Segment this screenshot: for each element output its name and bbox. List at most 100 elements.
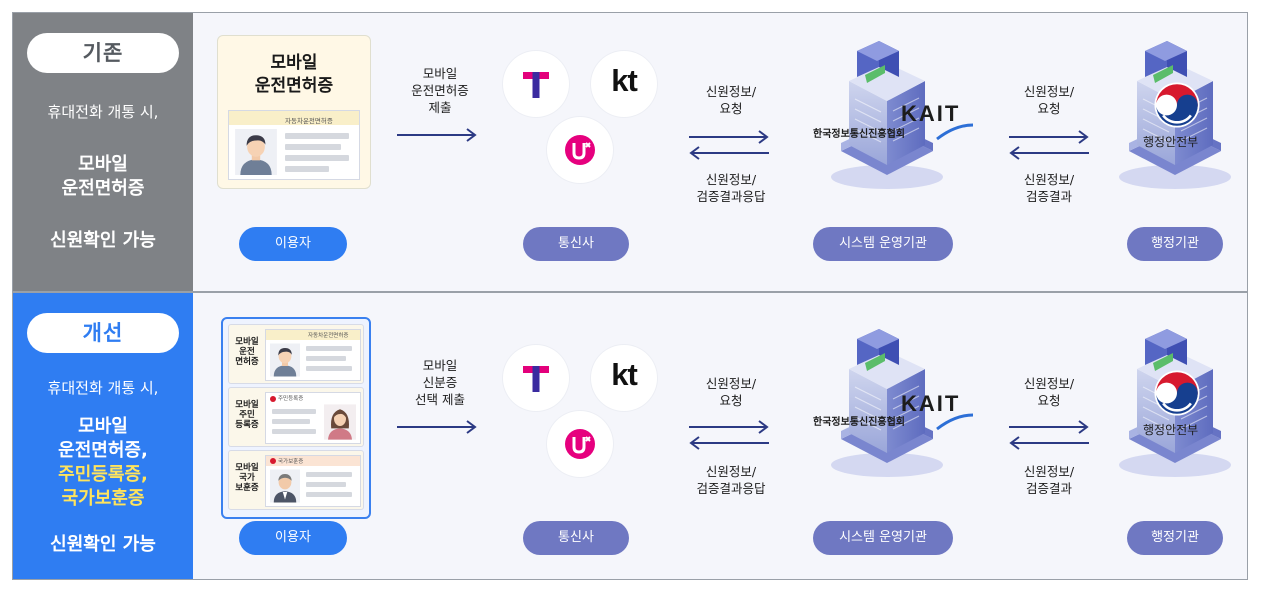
lgu-logo-icon xyxy=(547,411,613,477)
text-line-placeholder xyxy=(306,472,352,477)
mini-id: 국가보훈증 xyxy=(265,455,361,507)
improved-doc-line-3: 주민등록증, xyxy=(58,464,148,485)
kait-logo-text: KAIT xyxy=(901,101,961,126)
mini-id: 주민등록증 xyxy=(265,392,361,444)
text-line-placeholder xyxy=(272,409,316,414)
mini-label-line: 주민 xyxy=(239,410,255,420)
text-line-placeholder xyxy=(285,144,341,150)
kait-logo-text: KAIT xyxy=(901,391,961,416)
submit-label: 모바일 신분증 선택 제출 xyxy=(397,357,483,408)
agency-response-line-1: 신원정보/ xyxy=(1023,464,1075,479)
kait-org-name: 한국정보통신진흥협회 xyxy=(813,129,905,140)
text-line-placeholder xyxy=(285,133,349,139)
mini-label-line: 운전 xyxy=(239,347,255,357)
mini-label-line: 모바일 xyxy=(235,337,259,347)
legacy-result: 신원확인 가능 xyxy=(50,230,156,251)
mois-emblem-icon xyxy=(1151,79,1203,131)
response-arrow-icon xyxy=(689,145,769,161)
legacy-sidebar: 기존 휴대전화 개통 시, 모바일 운전면허증 신원확인 가능 xyxy=(13,13,193,291)
text-line-placeholder xyxy=(306,482,346,487)
kt-logo-text: kt xyxy=(611,63,638,98)
agency-response-line-2: 검증결과 xyxy=(1025,481,1072,496)
agency-response-label: 신원정보/ 검증결과 xyxy=(999,463,1099,497)
mini-card-label: 모바일 운전 면허증 xyxy=(231,337,263,367)
submit-arrow-icon xyxy=(397,419,477,435)
mini-card-label: 모바일 주민 등록증 xyxy=(231,400,263,430)
kait-swoosh-icon xyxy=(936,123,974,141)
text-line-placeholder xyxy=(306,346,352,351)
role-operator: 시스템 운영기관 xyxy=(813,521,953,555)
role-agency: 행정기관 xyxy=(1127,521,1223,555)
legacy-doc-line-1: 모바일 xyxy=(78,154,128,175)
skt-logo-icon xyxy=(503,345,569,411)
improved-doc-line-1: 모바일 xyxy=(78,416,128,437)
carrier-response-line-2: 검증결과응답 xyxy=(696,189,766,204)
mini-id: 자동차운전면허증 xyxy=(265,329,361,381)
card-title-line-2: 운전면허증 xyxy=(254,76,334,96)
skt-logo-icon xyxy=(503,51,569,117)
carrier-response-label: 신원정보/ 검증결과응답 xyxy=(671,171,791,205)
resident-mini-card: 모바일 주민 등록증 주민등록증 xyxy=(228,387,364,447)
agency-request-line-2: 요청 xyxy=(1037,101,1061,116)
carrier-request-line-2: 요청 xyxy=(719,101,743,116)
legacy-doc-line-2: 운전면허증 xyxy=(61,178,145,199)
license-header-text: 자동차운전면허증 xyxy=(285,117,333,125)
submit-arrow-icon xyxy=(397,127,477,143)
text-line-placeholder xyxy=(306,366,352,371)
legacy-badge: 기존 xyxy=(27,33,179,73)
improved-flow: 모바일 운전 면허증 자동차운전면허증 모바일 주민 등 xyxy=(193,293,1247,579)
request-arrow-icon xyxy=(1009,419,1089,435)
user-photo-icon xyxy=(235,129,277,175)
role-user: 이용자 xyxy=(239,521,347,555)
gov-mark-icon xyxy=(270,458,276,464)
legacy-panel: 기존 휴대전화 개통 시, 모바일 운전면허증 신원확인 가능 모바일 운전면허… xyxy=(12,12,1248,292)
license-id-card: 자동차운전면허증 xyxy=(228,110,360,180)
submit-line-1: 모바일 xyxy=(422,66,458,81)
carrier-response-line-2: 검증결과응답 xyxy=(696,481,766,496)
response-arrow-icon xyxy=(1009,145,1089,161)
lgu-logo-icon xyxy=(547,117,613,183)
text-line-placeholder xyxy=(306,356,346,361)
improved-badge: 개선 xyxy=(27,313,179,353)
role-agency: 행정기관 xyxy=(1127,227,1223,261)
mini-id-header-text: 자동차운전면허증 xyxy=(308,333,349,339)
user-photo-icon xyxy=(324,404,356,440)
role-user: 이용자 xyxy=(239,227,347,261)
role-carrier: 통신사 xyxy=(523,521,629,555)
improved-sidebar: 개선 휴대전화 개통 시, 모바일 운전면허증, 주민등록증, 국가보훈증 신원… xyxy=(13,293,193,579)
text-line-placeholder xyxy=(272,429,316,434)
improved-doc-line-4: 국가보훈증 xyxy=(61,488,145,509)
license-mini-card: 모바일 운전 면허증 자동차운전면허증 xyxy=(228,324,364,384)
mini-label-line: 등록증 xyxy=(235,420,259,430)
improved-doc-line-2: 운전면허증, xyxy=(58,440,148,461)
veteran-mini-card: 모바일 국가 보훈증 국가보훈증 xyxy=(228,450,364,510)
submit-line-1: 모바일 xyxy=(422,358,458,373)
carrier-request-line-1: 신원정보/ xyxy=(705,376,757,391)
agency-response-line-1: 신원정보/ xyxy=(1023,172,1075,187)
submit-line-3: 제출 xyxy=(428,100,452,115)
text-line-placeholder xyxy=(272,419,310,424)
mini-id-header-text: 주민등록증 xyxy=(278,396,304,402)
carrier-request-label: 신원정보/ 요청 xyxy=(681,83,781,117)
carrier-request-line-2: 요청 xyxy=(719,393,743,408)
kait-swoosh-icon xyxy=(936,413,974,431)
mini-id-header-text: 국가보훈증 xyxy=(278,459,304,465)
request-arrow-icon xyxy=(689,419,769,435)
agency-request-line-1: 신원정보/ xyxy=(1023,84,1075,99)
agency-request-line-1: 신원정보/ xyxy=(1023,376,1075,391)
response-arrow-icon xyxy=(689,435,769,451)
role-operator: 시스템 운영기관 xyxy=(813,227,953,261)
text-line-placeholder xyxy=(306,492,352,497)
mini-label-line: 보훈증 xyxy=(235,483,259,493)
carrier-request-label: 신원정보/ 요청 xyxy=(681,375,781,409)
agency-response-line-2: 검증결과 xyxy=(1025,189,1072,204)
submit-label: 모바일 운전면허증 제출 xyxy=(397,65,483,116)
mini-label-line: 모바일 xyxy=(235,463,259,473)
agency-request-label: 신원정보/ 요청 xyxy=(999,375,1099,409)
submit-line-3: 선택 제출 xyxy=(415,392,465,407)
mini-label-line: 국가 xyxy=(239,473,255,483)
agency-response-label: 신원정보/ 검증결과 xyxy=(999,171,1099,205)
kait-org-name: 한국정보통신진흥협회 xyxy=(813,417,905,428)
mobile-id-card-stack: 모바일 운전 면허증 자동차운전면허증 모바일 주민 등 xyxy=(221,317,371,519)
role-carrier: 통신사 xyxy=(523,227,629,261)
